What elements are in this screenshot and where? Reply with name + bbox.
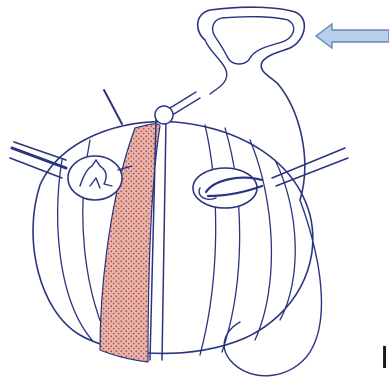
- balloon-neck: [205, 40, 227, 94]
- right-window: [193, 168, 257, 208]
- balloon-inner: [213, 17, 294, 64]
- meridian-5: [250, 140, 271, 340]
- top-pointer-stick: [104, 90, 122, 124]
- meridian-6: [275, 160, 295, 320]
- meridian-4: [222, 128, 240, 352]
- figure-panel-label: I: [380, 341, 389, 376]
- left-arrow-icon: [316, 24, 389, 48]
- meridian-3: [200, 125, 216, 355]
- drain-loop: [224, 200, 321, 376]
- connector-tube: [170, 92, 200, 114]
- rod-cap: [155, 106, 173, 124]
